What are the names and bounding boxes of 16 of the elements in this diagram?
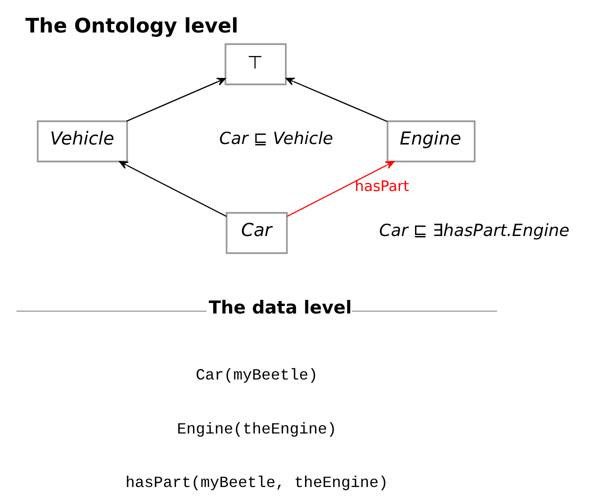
- edge-label: hasPart: [354, 178, 410, 195]
- node-box: Engine: [386, 120, 476, 162]
- node-box: Vehicle: [36, 120, 128, 162]
- label: hasPart(myBeetle, theEngine): [125, 474, 388, 492]
- label: Car(myBeetle): [196, 366, 318, 385]
- label: Engine(theEngine): [177, 420, 336, 438]
- node-box: ⊤: [224, 43, 287, 86]
- node-box: Car: [226, 212, 288, 254]
- arrow: [119, 161, 227, 217]
- label: Car ⊑ Vehicle: [219, 128, 334, 148]
- arrow: [286, 78, 388, 122]
- label: The data level: [208, 297, 352, 318]
- arrow: [286, 161, 394, 217]
- arrow: [126, 78, 226, 122]
- diagram-title: The Ontology level: [25, 13, 238, 38]
- label: Car ⊑ ∃hasPart.Engine: [379, 220, 570, 240]
